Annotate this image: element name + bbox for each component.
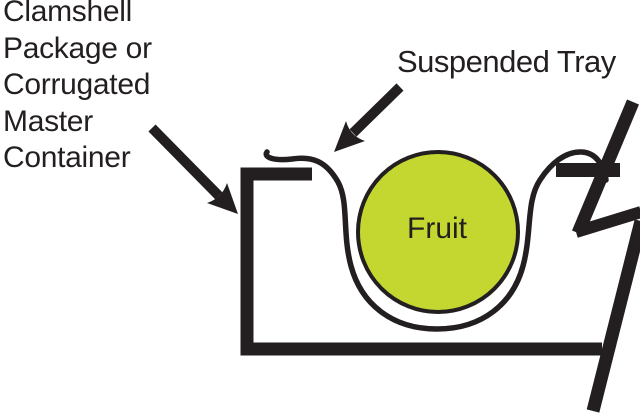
tray-arrow-shaft xyxy=(349,83,404,137)
break-line-upper xyxy=(572,99,639,236)
fruit-circle xyxy=(356,150,520,314)
break-line-lower xyxy=(586,219,640,413)
tray-arrow-head-icon xyxy=(334,121,365,152)
fruit-label: Fruit xyxy=(407,212,467,245)
suspended-tray-label: Suspended Tray xyxy=(397,44,616,79)
suspended-tray-curve xyxy=(263,149,609,332)
ink-group xyxy=(148,83,640,413)
package-arrow-head-icon xyxy=(207,183,238,214)
break-line-middle xyxy=(574,206,640,238)
clamshell-package-label: Clamshell Package or Corrugated Master C… xyxy=(3,0,152,174)
container-outline xyxy=(240,167,602,356)
package-arrow-shaft xyxy=(148,124,223,200)
